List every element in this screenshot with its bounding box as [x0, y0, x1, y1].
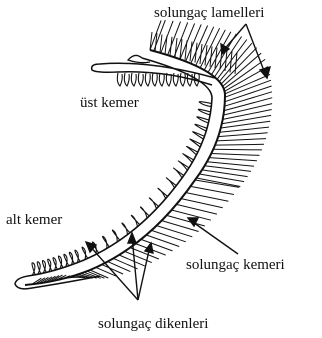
gill-filament [168, 22, 181, 56]
label-gill-arch: solungaç kemeri [186, 258, 285, 273]
gill-raker [37, 262, 40, 275]
gill-filament [191, 186, 234, 194]
gill-raker [69, 252, 74, 265]
gill-raker [199, 102, 211, 107]
gill-raker [42, 261, 46, 274]
gill-raker [195, 124, 207, 131]
gill-filament [186, 193, 229, 202]
arrow-rakers-2 [132, 236, 138, 300]
gill-raker [193, 132, 205, 139]
gill-filament [217, 139, 266, 141]
gill-raker [131, 73, 136, 86]
gill-raker [48, 259, 52, 272]
arrow-gill-arch [190, 220, 238, 254]
gill-filament [211, 154, 259, 156]
gill-raker [190, 139, 202, 147]
gill-filament [119, 255, 145, 266]
gill-filament [223, 110, 272, 120]
gill-filament [102, 265, 123, 274]
arrow-rakers-3 [138, 246, 150, 300]
arrow-lamellae-2 [246, 24, 266, 76]
gill-raker [198, 109, 210, 115]
gill-raker [180, 73, 185, 86]
gill-raker [82, 247, 88, 259]
gill-filament [195, 180, 239, 187]
gill-lamellae-filaments [32, 20, 272, 284]
gill-raker [173, 73, 178, 86]
gill-filament [218, 133, 267, 137]
gill-filament [175, 38, 177, 57]
gill-raker [197, 117, 209, 123]
gill-filament [215, 144, 264, 145]
gill-raker [53, 258, 57, 271]
gill-filament [225, 74, 270, 93]
gill-raker [159, 73, 164, 86]
gill-filament [207, 162, 254, 167]
gill-filament [209, 158, 257, 161]
gill-raker [145, 73, 150, 86]
gill-filament [205, 166, 251, 172]
gill-raker [117, 73, 122, 86]
gill-filament [186, 24, 202, 61]
gill-filament [213, 149, 262, 150]
label-lower-limb: alt kemer [6, 213, 62, 228]
gill-raker [187, 146, 198, 155]
label-upper-limb: üst kemer [80, 96, 139, 111]
gill-raker [58, 256, 63, 269]
label-gill-lamellae: solungaç lamelleri [154, 6, 264, 21]
gill-raker [75, 250, 80, 263]
gill-filament [152, 230, 186, 241]
gill-raker [64, 254, 69, 267]
gill-filament [181, 199, 223, 208]
label-gill-rakers: solungaç dikenleri [98, 317, 208, 332]
gill-raker [138, 73, 143, 86]
gill-filament [170, 37, 172, 56]
gill-raker [124, 73, 129, 86]
gill-filament [200, 44, 202, 64]
arrowhead-rakers-2 [128, 233, 136, 243]
gill-filament [197, 178, 241, 187]
gill-arch-outer-edge [25, 50, 225, 285]
gill-raker [152, 73, 157, 86]
gill-filament [220, 127, 269, 132]
gill-filament [157, 226, 193, 237]
arrowhead-lamellae-2 [260, 67, 270, 78]
gill-raker [32, 263, 35, 276]
